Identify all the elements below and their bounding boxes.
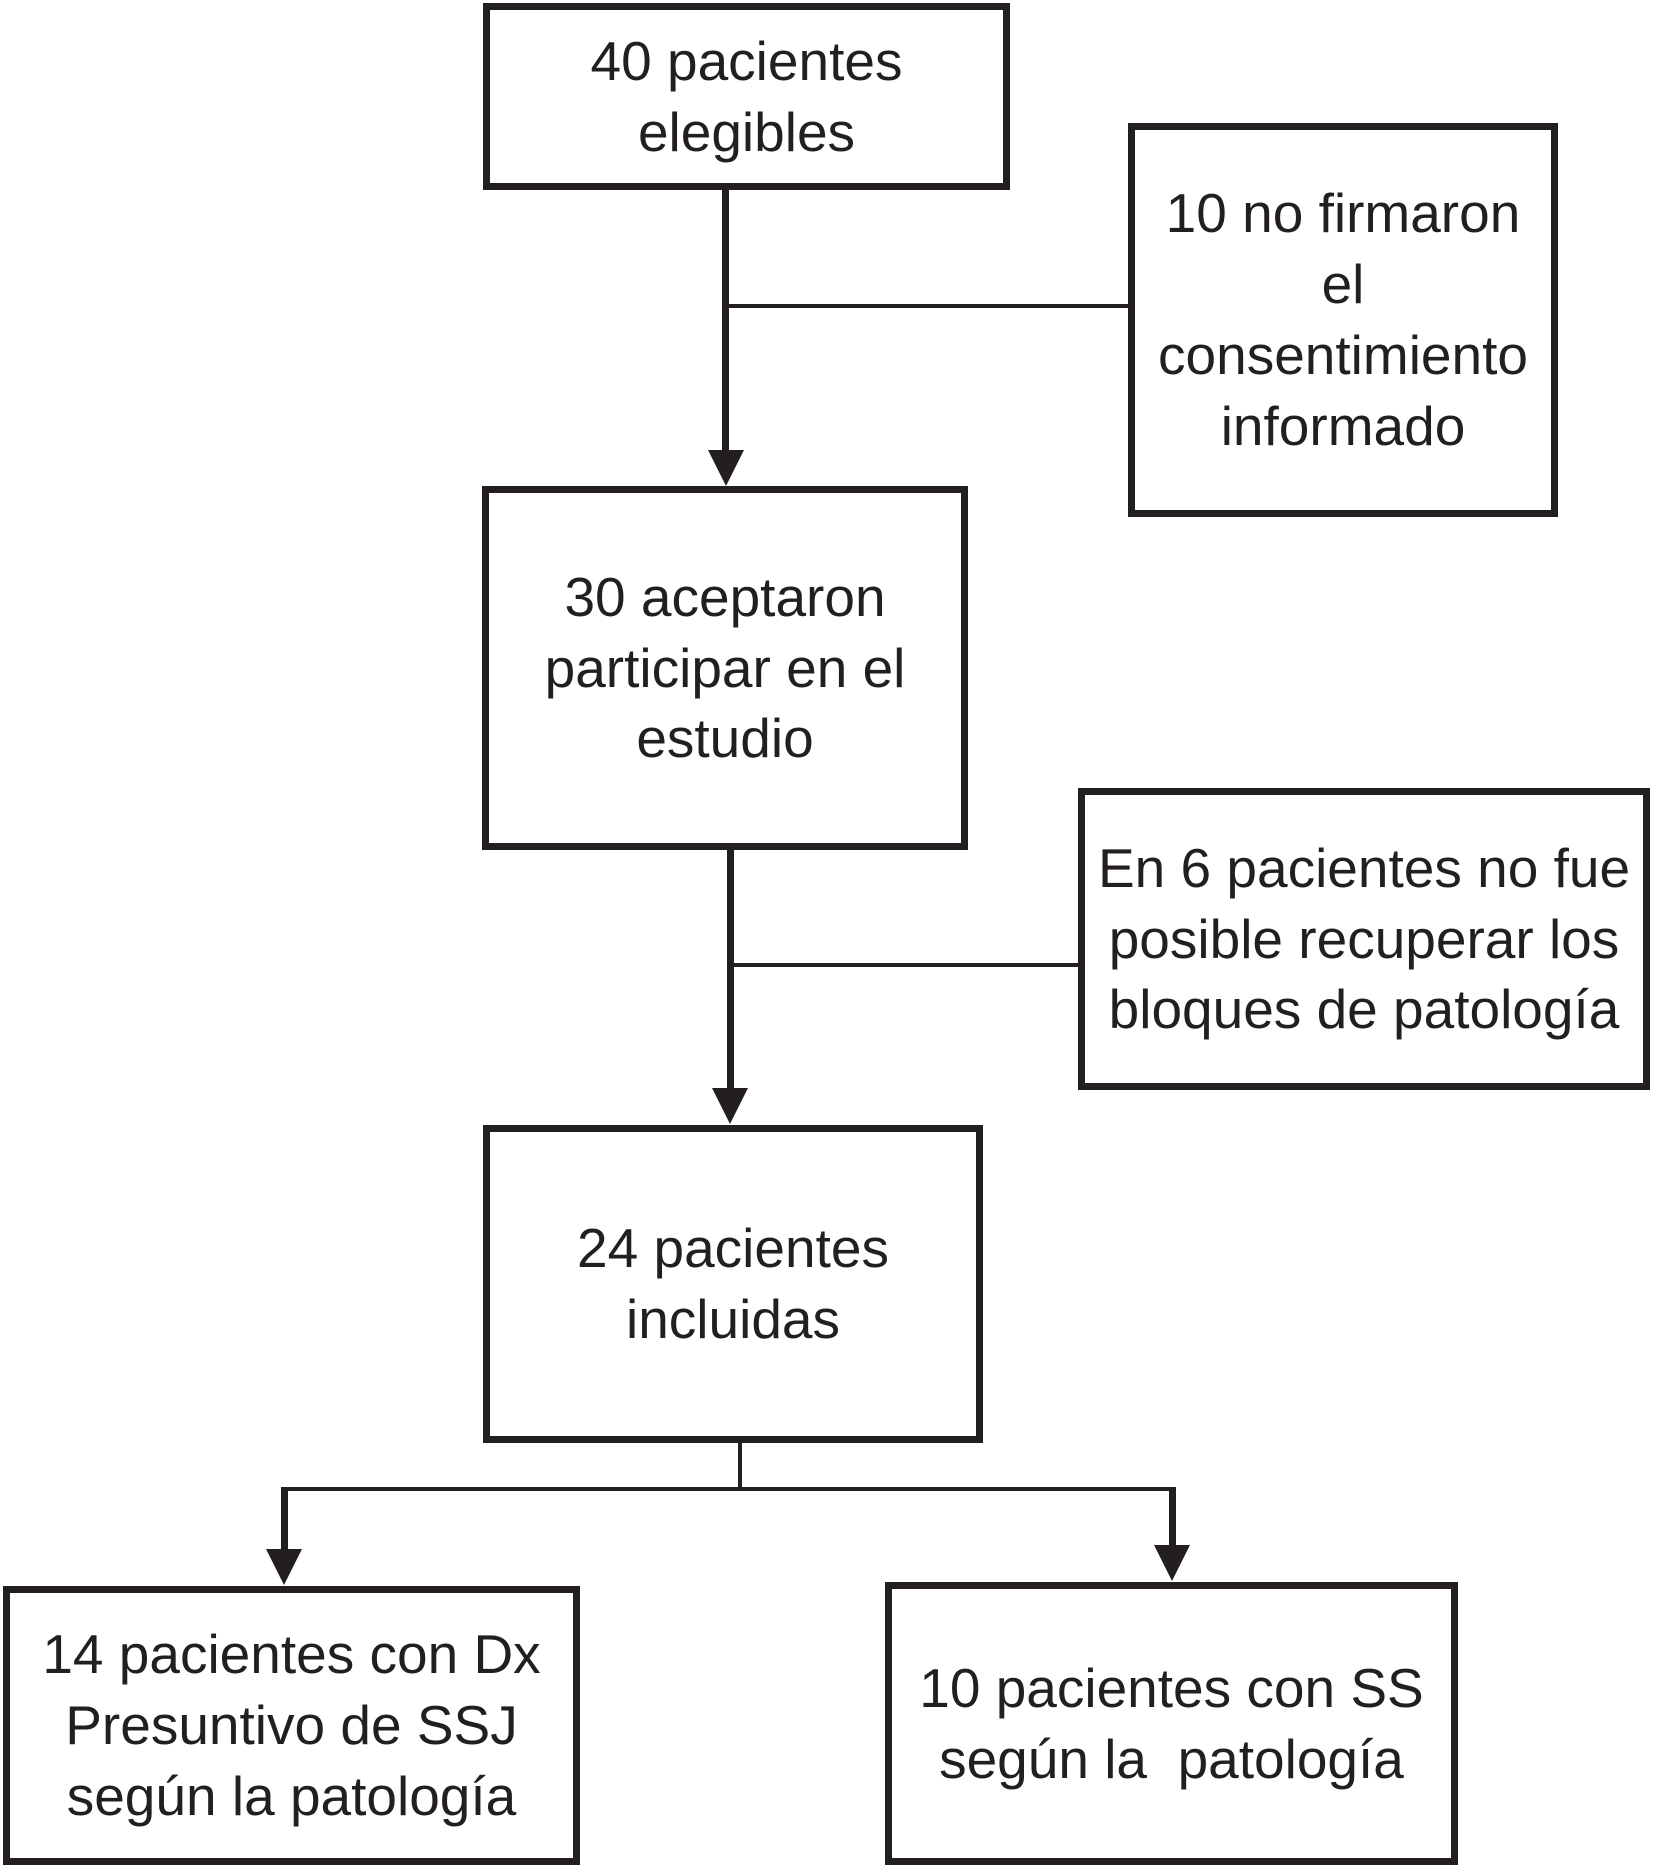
arrowhead-down-icon <box>708 450 744 486</box>
flow-box-sin-bloques: En 6 pacientes no fue posible recuperar … <box>1078 788 1650 1090</box>
flow-box-ssj-label: 14 pacientes con Dx Presuntivo de SSJ se… <box>42 1623 541 1827</box>
arrowhead-down-icon <box>712 1088 748 1124</box>
arrowhead-down-icon <box>266 1549 302 1585</box>
branch-bar <box>284 1487 1174 1491</box>
flow-box-ss: 10 pacientes con SS según la patología <box>885 1582 1458 1865</box>
flow-box-sin-bloques-label: En 6 pacientes no fue posible recuperar … <box>1097 836 1631 1041</box>
flow-box-no-firmaron: 10 no firmaron el consentimiento informa… <box>1128 123 1558 517</box>
flow-box-aceptaron: 30 aceptaron participar en el estudio <box>482 486 968 850</box>
flow-box-no-firmaron-label: 10 no firmaron el consentimiento informa… <box>1158 182 1528 457</box>
flow-box-aceptaron-label: 30 aceptaron participar en el estudio <box>544 565 906 770</box>
connector-branch-to-ssj <box>281 1487 288 1549</box>
flow-box-incluidas-label: 24 pacientes incluidas <box>577 1217 889 1350</box>
arrowhead-down-icon <box>1154 1545 1190 1581</box>
flow-box-ss-label: 10 pacientes con SS según la patología <box>919 1656 1424 1790</box>
flow-box-incluidas: 24 pacientes incluidas <box>483 1125 983 1443</box>
connector-to-no-firmaron <box>725 304 1128 308</box>
flow-box-ssj: 14 pacientes con Dx Presuntivo de SSJ se… <box>3 1586 580 1865</box>
connector-branch-to-ss <box>1169 1487 1176 1545</box>
connector-eligibles-to-aceptaron <box>722 190 729 450</box>
flow-box-eligibles: 40 pacientes elegibles <box>483 3 1010 190</box>
flow-box-eligibles-label: 40 pacientes elegibles <box>590 29 903 163</box>
connector-to-sin-bloques <box>730 963 1078 967</box>
connector-aceptaron-to-incluidas <box>727 850 734 1088</box>
connector-incluidas-stub <box>738 1443 742 1490</box>
